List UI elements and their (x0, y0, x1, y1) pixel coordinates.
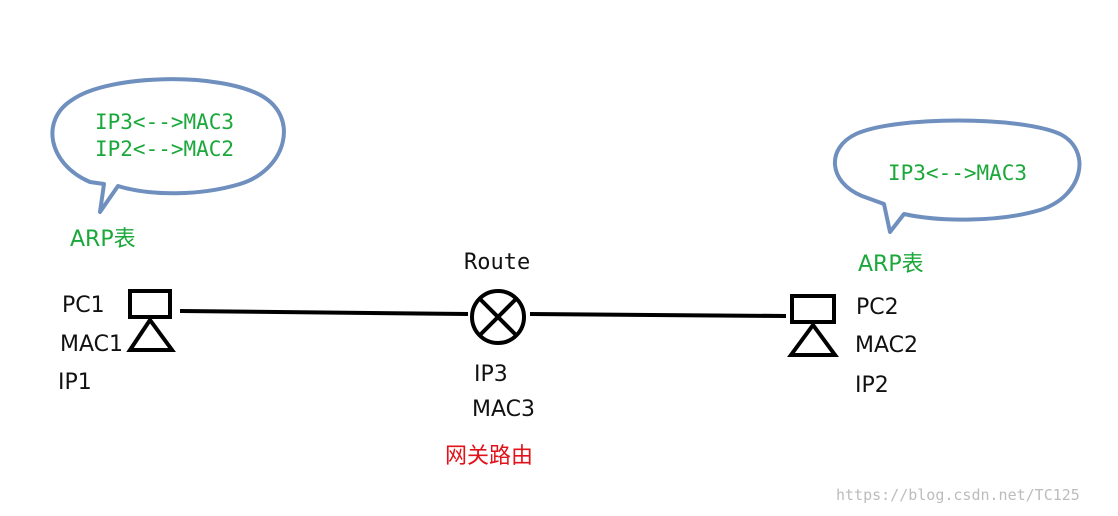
link-pc1-router (179, 309, 469, 316)
left-arp-bubble (50, 77, 286, 214)
gateway-router-caption: 网关路由 (445, 444, 534, 469)
left-arp-entry-2: IP2<-->MAC2 (95, 137, 235, 161)
right-arp-bubble (832, 118, 1082, 234)
router-name: Route (464, 250, 531, 275)
pc2-icon (787, 294, 839, 357)
pc2-name: PC2 (856, 295, 899, 320)
pc1-name: PC1 (62, 293, 105, 318)
left-arp-label: ARP表 (70, 227, 136, 252)
right-arp-label: ARP表 (858, 252, 924, 277)
router-icon (470, 289, 526, 345)
watermark: https://blog.csdn.net/TC125 (836, 486, 1080, 504)
router-mac: MAC3 (472, 397, 536, 422)
router-ip: IP3 (474, 362, 508, 387)
right-arp-entry-1: IP3<-->MAC3 (888, 161, 1028, 185)
pc1-ip: IP1 (58, 370, 92, 395)
pc2-mac: MAC2 (855, 333, 919, 358)
left-arp-entry-1: IP3<-->MAC3 (95, 110, 235, 134)
pc1-mac: MAC1 (60, 332, 124, 357)
pc2-ip: IP2 (855, 373, 889, 398)
pc1-icon (126, 289, 176, 352)
link-router-pc2 (529, 312, 787, 318)
